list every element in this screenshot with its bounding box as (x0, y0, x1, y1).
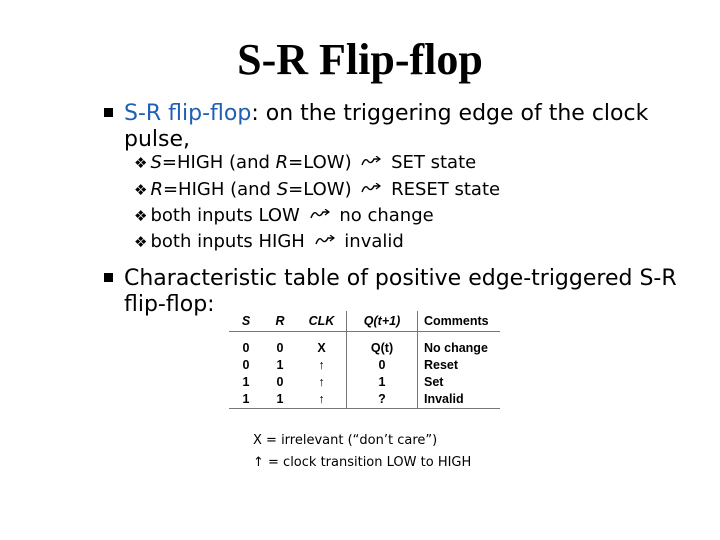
sub-bullet-invalid: ❖both inputs HIGH invalid (134, 231, 404, 253)
sub-text: =LOW) (288, 179, 352, 200)
cell-comment: Reset (424, 358, 459, 372)
sub-text: both inputs HIGH (150, 231, 305, 252)
cell-clk: ↑ (297, 374, 347, 391)
cell-clk: ↑ (297, 357, 347, 374)
characteristic-table: S R CLK Q(t+1) Comments 0 0 X Q(t) No ch… (229, 311, 500, 409)
header-s: S (229, 311, 263, 332)
implies-arrow-icon (361, 156, 382, 166)
cell-q-next: Q(t) (346, 340, 418, 357)
diamond-bullet-icon: ❖ (134, 154, 148, 172)
sub-result: invalid (344, 231, 404, 252)
cell-q-next: ? (346, 391, 418, 409)
sub-text: =LOW) (288, 152, 352, 173)
diamond-bullet-icon: ❖ (134, 181, 148, 199)
sub-text: =HIGH (and (161, 152, 276, 173)
sub-text: =HIGH (and (162, 179, 277, 200)
bullet-characteristic-table: Characteristic table of positive edge-tr… (104, 266, 684, 318)
slide-title: S-R Flip-flop (237, 35, 483, 84)
table-row: 1 1 ↑ ? Invalid (229, 391, 500, 409)
sub-text: both inputs LOW (150, 205, 300, 226)
table-header-row: S R CLK Q(t+1) Comments (229, 311, 500, 332)
cell-comment: Set (424, 375, 444, 389)
cell-s: 0 (242, 341, 250, 355)
var-s: S (276, 179, 289, 200)
header-q-next: Q(t+1) (346, 311, 418, 332)
cell-clk: X (297, 340, 347, 357)
cell-s: 0 (242, 358, 250, 372)
highlight-term: S-R flip-flop (124, 101, 252, 126)
note-clock-transition: ↑ = clock transition LOW to HIGH (253, 455, 472, 470)
square-bullet-icon (104, 108, 113, 117)
implies-arrow-icon (361, 183, 382, 193)
bullet-text: S-R flip-flop: on the triggering edge of… (124, 101, 664, 153)
sub-bullet-set: ❖S=HIGH (and R=LOW) SET state (134, 152, 476, 174)
note-dont-care: X = irrelevant (“don’t care”) (253, 433, 438, 448)
header-r: R (263, 311, 297, 332)
sub-result: no change (339, 205, 434, 226)
cell-s: 1 (229, 391, 263, 409)
legend-note: X = irrelevant (“don’t care”) ↑ = clock … (253, 430, 483, 474)
cell-q-next: 0 (346, 357, 418, 374)
cell-q-next: 1 (346, 374, 418, 391)
sub-bullet-no-change: ❖both inputs LOW no change (134, 205, 434, 227)
var-r: R (150, 179, 163, 200)
header-clk: CLK (297, 311, 347, 332)
bullet-text: Characteristic table of positive edge-tr… (124, 266, 677, 317)
var-s: S (150, 152, 162, 173)
cell-r: 1 (276, 358, 284, 372)
sub-result: SET state (391, 152, 477, 173)
cell-comment: No change (424, 341, 488, 355)
var-r: R (275, 152, 289, 173)
cell-r: 0 (276, 375, 284, 389)
table-row: 0 0 X Q(t) No change (229, 340, 500, 357)
diamond-bullet-icon: ❖ (134, 207, 148, 225)
square-bullet-icon (104, 273, 113, 282)
table-spacer (229, 331, 500, 340)
sub-result: RESET state (391, 179, 501, 200)
cell-comment: Invalid (417, 391, 500, 409)
cell-r: 0 (276, 341, 284, 355)
bullet-rest: : on the triggering edge of the clock pu… (124, 101, 649, 152)
table-row: 0 1 ↑ 0 Reset (229, 357, 500, 374)
table-row: 1 0 ↑ 1 Set (229, 374, 500, 391)
bullet-sr-flipflop: S-R flip-flop: on the triggering edge of… (104, 101, 664, 153)
sub-bullet-reset: ❖R=HIGH (and S=LOW) RESET state (134, 179, 500, 201)
cell-r: 1 (263, 391, 297, 409)
implies-arrow-icon (314, 235, 335, 245)
diamond-bullet-icon: ❖ (134, 233, 148, 251)
header-comments: Comments (417, 311, 500, 332)
cell-clk: ↑ (297, 391, 347, 409)
implies-arrow-icon (309, 209, 330, 219)
cell-s: 1 (242, 375, 250, 389)
